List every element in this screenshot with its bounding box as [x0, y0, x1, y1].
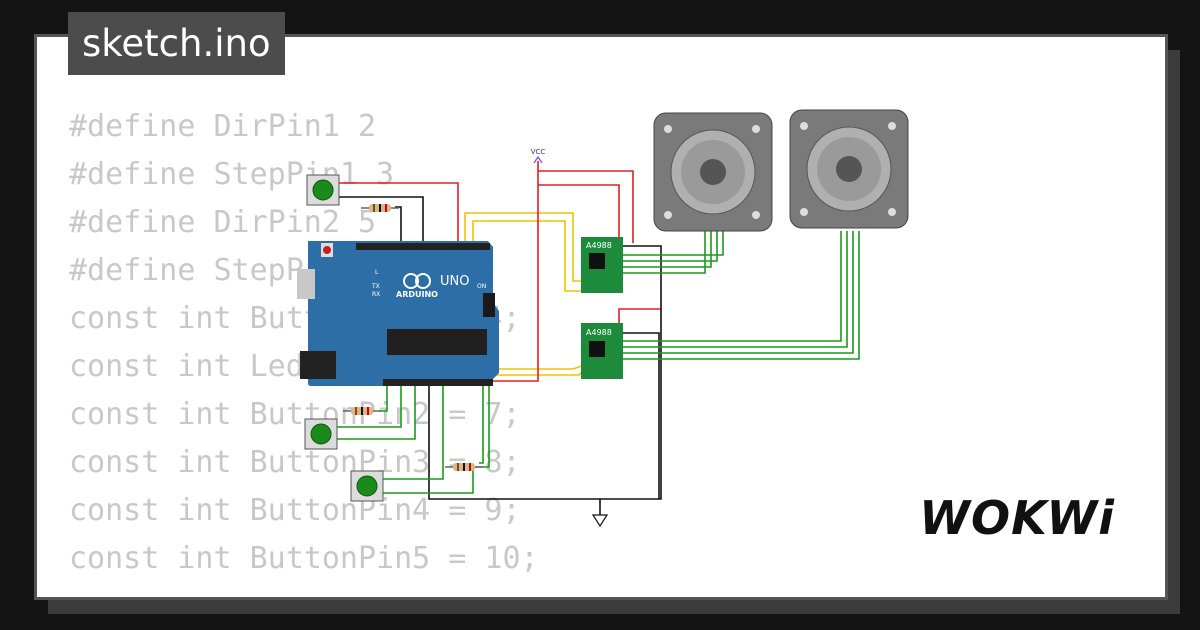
- arduino-uno-board[interactable]: ARDUINO UNO ON L TX RX: [297, 241, 499, 386]
- vcc-symbol: VCC: [531, 148, 546, 164]
- wire: [337, 383, 402, 428]
- wire: [379, 383, 388, 412]
- stepper-motor-1[interactable]: [653, 112, 773, 232]
- code-line: const int ButtonPin4 = 9;: [69, 493, 521, 528]
- wire: [538, 170, 634, 243]
- wire: [428, 245, 662, 500]
- resistor-3[interactable]: [445, 463, 483, 471]
- wire: [617, 231, 860, 360]
- wire: [493, 364, 586, 370]
- wire: [493, 161, 539, 382]
- vcc-label: VCC: [531, 148, 546, 156]
- code-line: #define DirPin1 2: [69, 109, 377, 144]
- wire: [383, 383, 444, 480]
- wire: [538, 184, 620, 239]
- wire: [383, 383, 490, 494]
- driver-2-label: A4988: [586, 328, 612, 337]
- code-line: const int ButtonPin2 = 7;: [69, 397, 521, 432]
- circuit-diagram: VCC ARDUINO UNO ON L TX RX: [297, 109, 909, 528]
- board-brand-label: ARDUINO: [396, 290, 438, 299]
- wire: [617, 231, 712, 268]
- wire: [618, 308, 661, 327]
- wire: [617, 231, 718, 262]
- a4988-driver-2[interactable]: A4988: [581, 323, 623, 379]
- board-tx-label: TX: [371, 283, 380, 290]
- preview-card: #define DirPin1 2#define StepPin1 3#defi…: [34, 34, 1168, 600]
- wire: [493, 368, 586, 376]
- wire: [472, 220, 585, 292]
- file-tab[interactable]: sketch.ino: [68, 12, 285, 75]
- wire: [617, 231, 854, 354]
- push-button-3[interactable]: [350, 470, 384, 502]
- stepper-motor-2[interactable]: [789, 109, 909, 229]
- wire: [617, 231, 706, 274]
- board-on-label: ON: [477, 283, 486, 290]
- board-rx-label: RX: [372, 291, 380, 298]
- wire: [339, 182, 459, 243]
- wire: [464, 212, 585, 282]
- code-line: const int ButtonPin3 = 8;: [69, 445, 521, 480]
- wire: [395, 206, 402, 243]
- wire: [617, 231, 842, 342]
- code-line: #define StepPin2 6: [69, 253, 395, 288]
- resistor-1[interactable]: [361, 204, 399, 212]
- wire: [617, 231, 724, 256]
- ground-symbol: [591, 514, 609, 528]
- wire: [617, 332, 660, 499]
- wire: [617, 231, 848, 348]
- wire: [337, 383, 416, 440]
- board-model-label: UNO: [440, 274, 469, 289]
- wokwi-logo: WOKWi: [919, 491, 1115, 545]
- push-button-1[interactable]: [306, 174, 340, 206]
- board-l-label: L: [375, 269, 379, 276]
- resistor-2[interactable]: [343, 407, 381, 415]
- wire: [479, 383, 484, 464]
- code-background: #define DirPin1 2#define StepPin1 3#defi…: [69, 103, 539, 583]
- push-button-2[interactable]: [304, 418, 338, 450]
- code-line: #define DirPin2 5: [69, 205, 377, 240]
- driver-1-label: A4988: [586, 241, 612, 250]
- code-line: const int ButtonPin5 = 10;: [69, 541, 539, 576]
- a4988-driver-1[interactable]: A4988: [581, 237, 623, 293]
